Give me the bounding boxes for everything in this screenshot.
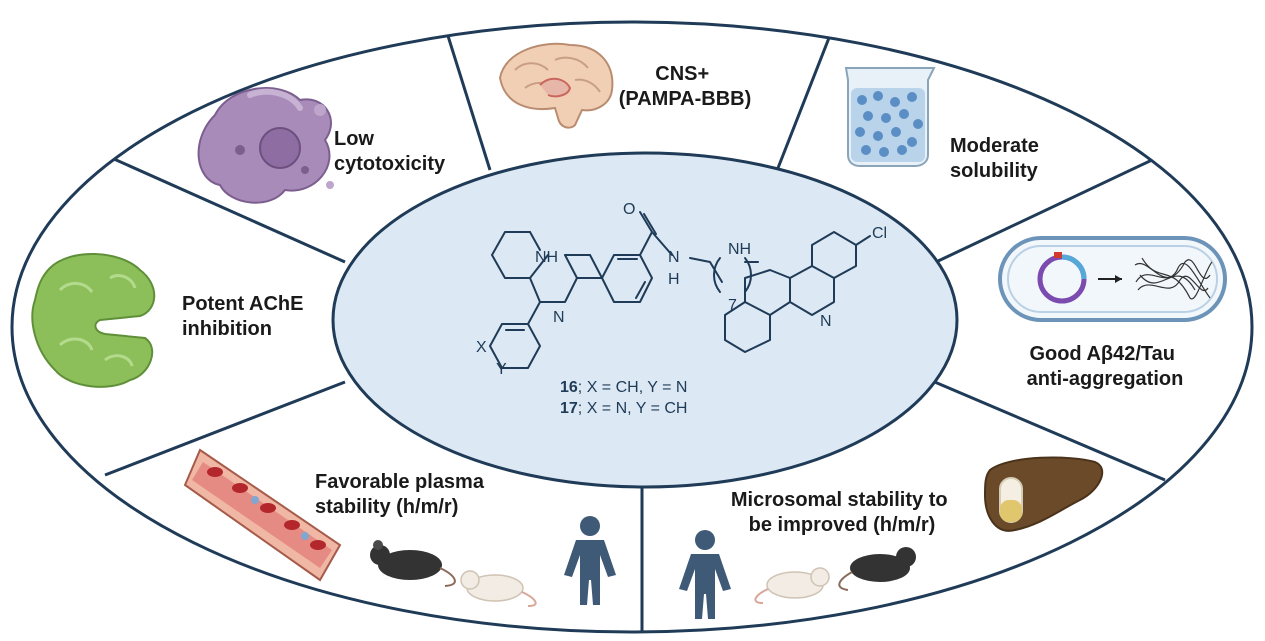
cns-label: CNS+ (PAMPA-BBB) — [619, 63, 752, 110]
compound-16-label: 16; X = CH, Y = N — [560, 379, 687, 396]
enzyme-icon — [31, 252, 156, 388]
ache-label: Potent AChE inhibition — [182, 293, 309, 340]
atom-x: X — [476, 339, 487, 356]
human-icon — [564, 516, 616, 605]
atom-o: O — [623, 201, 635, 218]
blood-vessel-icon — [183, 448, 342, 582]
atom-h-amide: H — [668, 271, 680, 288]
mouse-icon-light — [460, 570, 537, 607]
human-icon — [679, 530, 731, 619]
atom-nh-link: NH — [728, 241, 751, 258]
microsomal-label: Microsomal stability to be improved (h/m… — [731, 489, 953, 536]
chemical-structure — [489, 211, 871, 369]
mouse-icon-dark — [838, 547, 916, 591]
beaker-icon — [844, 67, 936, 167]
compound-17-label: 17; X = N, Y = CH — [560, 400, 687, 417]
liver-icon — [983, 456, 1104, 532]
bacterium-plasmid-icon — [998, 236, 1227, 322]
chain-subscript: 7 — [728, 297, 737, 314]
atom-nh-top: NH — [535, 249, 558, 266]
plasma-label: Favorable plasma stability (h/m/r) — [315, 471, 490, 518]
mouse-icon-light — [754, 567, 830, 604]
cell-icon — [197, 87, 334, 204]
atom-n-left: N — [553, 309, 565, 326]
atom-n-amide: N — [668, 249, 680, 266]
atom-cl: Cl — [872, 225, 887, 242]
brain-icon — [498, 42, 614, 129]
atom-y: Y — [496, 361, 507, 378]
cytotoxicity-label: Low cytotoxicity — [334, 128, 446, 175]
center-ellipse — [331, 151, 959, 489]
solubility-label: Moderate solubility — [950, 135, 1044, 182]
aggregation-label: Good Aβ42/Tau anti-aggregation — [1027, 343, 1184, 390]
atom-n-right: N — [820, 313, 832, 330]
panel-dividers — [104, 22, 1166, 632]
mouse-icon-dark — [370, 540, 456, 587]
